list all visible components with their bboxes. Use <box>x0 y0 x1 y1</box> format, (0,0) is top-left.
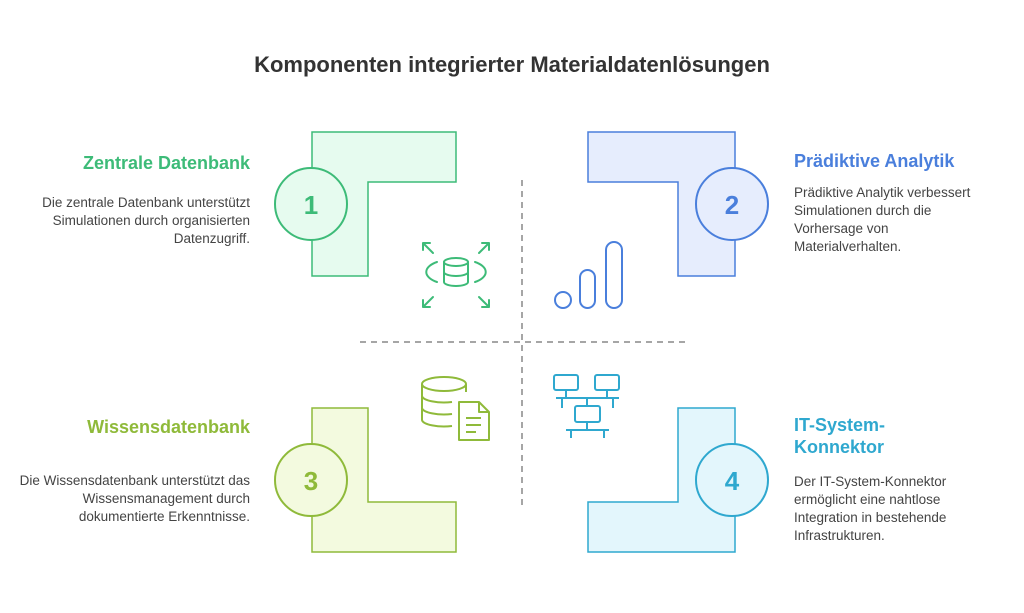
quadrant-1-shape <box>311 131 457 277</box>
heading-zentrale-datenbank: Zentrale Datenbank <box>82 153 250 173</box>
heading-wissensdatenbank: Wissensdatenbank <box>87 417 250 437</box>
description-praediktive-analytik: Prädiktive Analytik verbessert Simulatio… <box>794 185 971 254</box>
description-zentrale-datenbank: Die zentrale Datenbank unterstützt Simul… <box>42 195 250 246</box>
description-it-system-konnektor: Der IT-System-Konnektor ermöglicht eine … <box>794 474 947 543</box>
description-wissensdatenbank: Die Wissensdatenbank unterstützt das Wis… <box>19 473 250 524</box>
number-1: 1 <box>304 190 318 220</box>
quadrant-4-shape <box>587 407 736 553</box>
number-badge-1: 1 <box>274 167 348 241</box>
heading-praediktive-analytik: Prädiktive Analytik <box>794 151 955 171</box>
number-3: 3 <box>304 466 318 496</box>
quadrant-3-shape <box>311 407 457 553</box>
database-document-icon <box>421 376 490 441</box>
number-badge-4: 4 <box>695 443 769 517</box>
quadrant-2-shape <box>587 131 736 277</box>
number-badge-2: 2 <box>695 167 769 241</box>
network-computers-icon <box>553 374 620 438</box>
number-2: 2 <box>725 190 739 220</box>
number-badge-3: 3 <box>274 443 348 517</box>
number-4: 4 <box>725 466 740 496</box>
heading-line-2: Konnektor <box>794 437 884 457</box>
diagram-title: Komponenten integrierter Materialdatenlö… <box>254 52 770 77</box>
heading-line-1: IT-System- <box>794 415 886 435</box>
bar-chart-icon <box>554 241 623 309</box>
heading-it-system-konnektor: IT-System- Konnektor <box>794 414 994 458</box>
database-expand-icon <box>422 242 490 308</box>
